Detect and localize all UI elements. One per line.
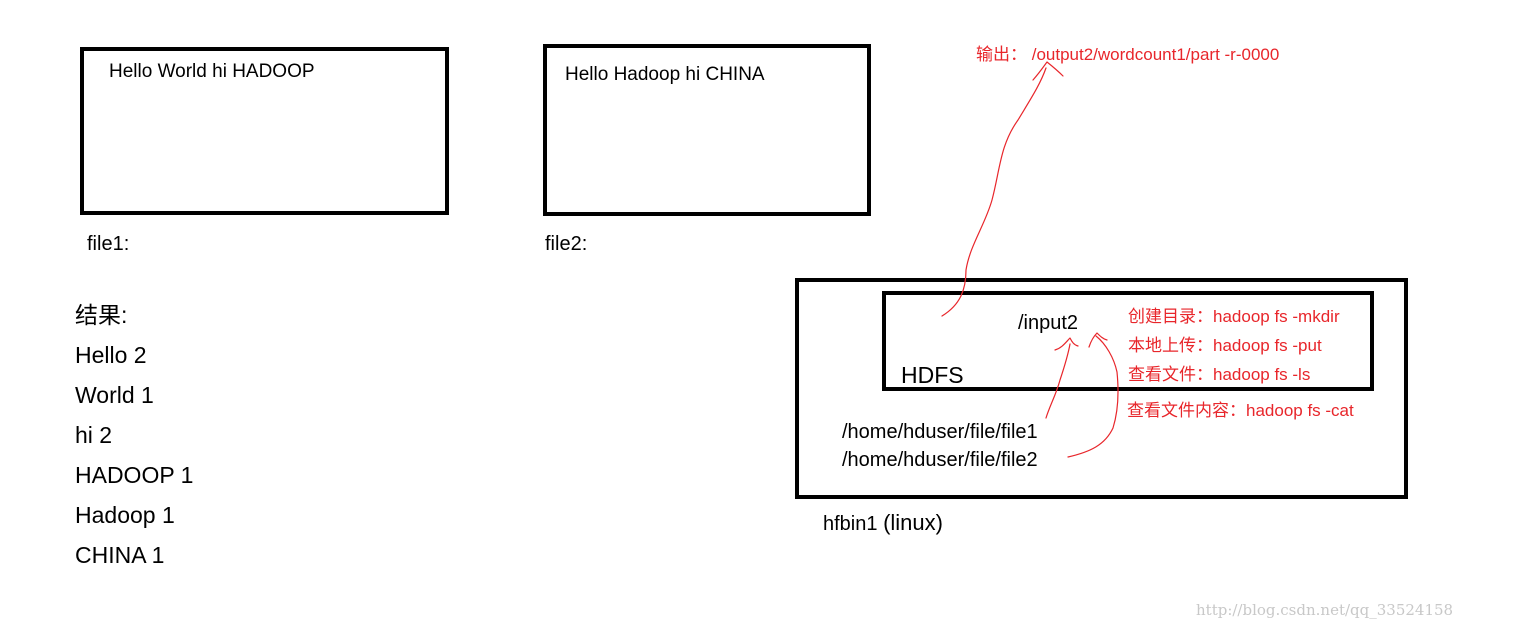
- upload-arrow-file1: [1045, 337, 1079, 419]
- host-label: hfbin1 (linux): [823, 510, 943, 536]
- upload-arrow-file2: [1067, 332, 1119, 458]
- hdfs-label: HDFS: [901, 362, 964, 388]
- file1-label: file1:: [87, 233, 130, 255]
- command-cat: 查看文件内容：hadoop fs -cat: [1127, 401, 1354, 420]
- command-mkdir: 创建目录：hadoop fs -mkdir: [1128, 307, 1340, 326]
- file2-box: [543, 44, 871, 216]
- hdfs-box: [882, 291, 1374, 391]
- result-line: Hello 2: [75, 342, 147, 368]
- command-put: 本地上传：hadoop fs -put: [1128, 336, 1322, 355]
- result-title: 结果:: [75, 302, 128, 328]
- result-line: hi 2: [75, 422, 113, 448]
- file1-box: [80, 47, 449, 215]
- result-line: Hadoop 1: [75, 502, 175, 528]
- host-suffix: (linux): [883, 510, 943, 535]
- local-path-file2: /home/hduser/file/file2: [842, 449, 1038, 471]
- file1-content: Hello World hi HADOOP: [109, 61, 315, 82]
- file2-content: Hello Hadoop hi CHINA: [565, 64, 765, 85]
- output-arrow: [941, 61, 1064, 317]
- file2-label: file2:: [545, 233, 588, 255]
- command-ls: 查看文件：hadoop fs -ls: [1128, 365, 1311, 384]
- watermark: http://blog.csdn.net/qq_33524158: [1196, 601, 1454, 619]
- local-path-file1: /home/hduser/file/file1: [842, 421, 1038, 443]
- host-name: hfbin1: [823, 513, 878, 535]
- result-line: World 1: [75, 382, 154, 408]
- linux-box: [795, 278, 1408, 499]
- result-line: CHINA 1: [75, 542, 165, 568]
- output-note: 输出： /output2/wordcount1/part -r-0000: [976, 45, 1280, 64]
- hdfs-input-dir: /input2: [1018, 312, 1079, 334]
- result-line: HADOOP 1: [75, 462, 194, 488]
